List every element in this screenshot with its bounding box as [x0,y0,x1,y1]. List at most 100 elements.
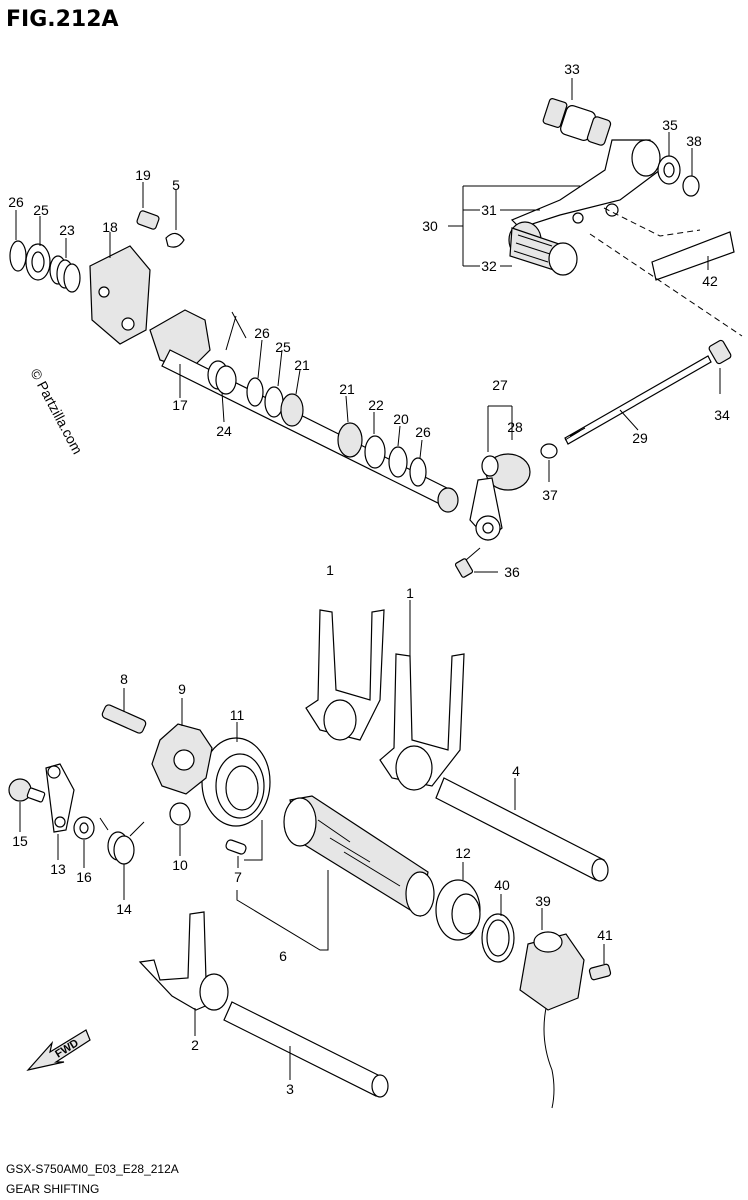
callout-33: 33 [564,61,580,77]
circlip-part [9,240,27,272]
ring-5-part [165,232,185,248]
pin-7-part [225,839,247,855]
callout-17: 17 [172,397,188,413]
shaft-collar-21 [280,393,304,427]
callout-28: 28 [507,419,523,435]
callout-25-shaft: 25 [275,339,291,355]
callout-31: 31 [481,202,497,218]
shift-rod-part [564,355,712,445]
diagram-caption: GEAR SHIFTING [6,1182,99,1196]
callout-21-upper: 21 [294,357,310,373]
callout-40: 40 [494,877,510,893]
callout-25-left: 25 [33,202,49,218]
fork-1a-boss [323,699,357,741]
clip-part [682,175,700,197]
shaft-washer-20 [388,446,408,478]
gear-position-switch-part [519,931,585,1109]
callout-20: 20 [393,411,409,427]
callout-35: 35 [662,117,678,133]
shaft-spline-end [437,487,459,513]
bolt-10-part [169,802,191,826]
rod-lock-nut-part [540,443,558,459]
bolt-19-part [136,210,160,230]
callout-11: 11 [230,707,245,723]
shift-drum-assembly [8,609,612,1109]
shaft-circlip-26 [409,457,427,487]
fork-shaft-3-part [223,1001,385,1097]
callout-26-shaft: 26 [254,325,270,341]
callout-26-left: 26 [8,194,24,210]
pedal-bolt-part [572,212,584,224]
shift-rod-assembly [454,339,732,578]
gearshift-shaft-assembly [9,210,459,513]
arm-bolt-part [454,547,481,578]
bracket-30 [448,185,580,267]
leader-lines [15,78,721,1080]
callout-24: 24 [216,423,232,439]
callout-7: 7 [234,869,242,885]
callout-8: 8 [120,671,128,687]
callout-39: 39 [535,893,551,909]
gearshift-drum-part [283,795,435,917]
stopper-plate-part [89,245,151,345]
shaft-seal-22 [364,435,386,469]
label-sticker-part [651,231,735,281]
callout-1-right: 1 [406,585,414,601]
callout-12: 12 [455,845,471,861]
figure-title: FIG.212A [6,7,119,32]
callout-4: 4 [512,763,520,779]
watermark: © Partzilla.com [27,366,85,457]
leader-dash-rod [589,233,743,337]
callout-6: 6 [279,948,287,964]
callout-34: 34 [714,407,730,423]
callout-1-center: 1 [326,562,334,578]
return-spring-part [207,311,247,395]
callout-15: 15 [12,833,28,849]
shaft-collar-21b [337,422,363,458]
spring-14-part [99,817,145,865]
callout-22: 22 [368,397,384,413]
callout-27: 27 [492,377,508,393]
callout-14: 14 [116,901,132,917]
shift-fork-1a-part [305,609,385,741]
shaft-washer-26 [246,377,264,407]
callout-26-right: 26 [415,424,431,440]
screw-41-part [588,963,612,981]
callout-3: 3 [286,1081,294,1097]
callout-36: 36 [504,564,520,580]
shift-cam-part [149,309,211,371]
pivot-bolt-part [542,98,612,146]
callout-37: 37 [542,487,558,503]
callout-21-lower: 21 [339,381,355,397]
callout-10: 10 [172,857,188,873]
gearshift-shaft-part [161,349,456,509]
diagram-code: GSX-S750AM0_E03_E28_212A [6,1162,179,1176]
callout-18: 18 [102,219,118,235]
callout-16: 16 [76,869,92,885]
callout-9: 9 [178,681,186,697]
callout-5: 5 [172,177,180,193]
rod-end-nut-part [708,339,732,365]
shift-arm-part [469,453,531,541]
callout-23: 23 [59,222,75,238]
leader-dash-42 [603,207,701,237]
callout-38: 38 [686,133,702,149]
pedal-pivot-boss [631,139,661,177]
shaft-washer-25 [264,386,284,418]
pin-8-part [101,704,147,734]
callout-30: 30 [422,218,438,234]
callout-2: 2 [191,1037,199,1053]
callout-19: 19 [135,167,151,183]
fwd-arrow-icon: FWD [26,1029,91,1071]
shift-pedal-assembly [448,98,743,337]
callout-41: 41 [597,927,613,943]
stopper-arm-13-part [45,763,75,833]
washer-hole [663,162,675,178]
fork-shaft-4-part [435,777,605,881]
callout-labels: 33 35 38 30 31 32 42 19 5 26 25 23 18 26… [8,61,730,1097]
pedal-rubber-part [508,221,578,276]
bracket-27 [487,405,513,452]
callout-42: 42 [702,273,718,289]
fork-1b-boss [395,745,433,791]
